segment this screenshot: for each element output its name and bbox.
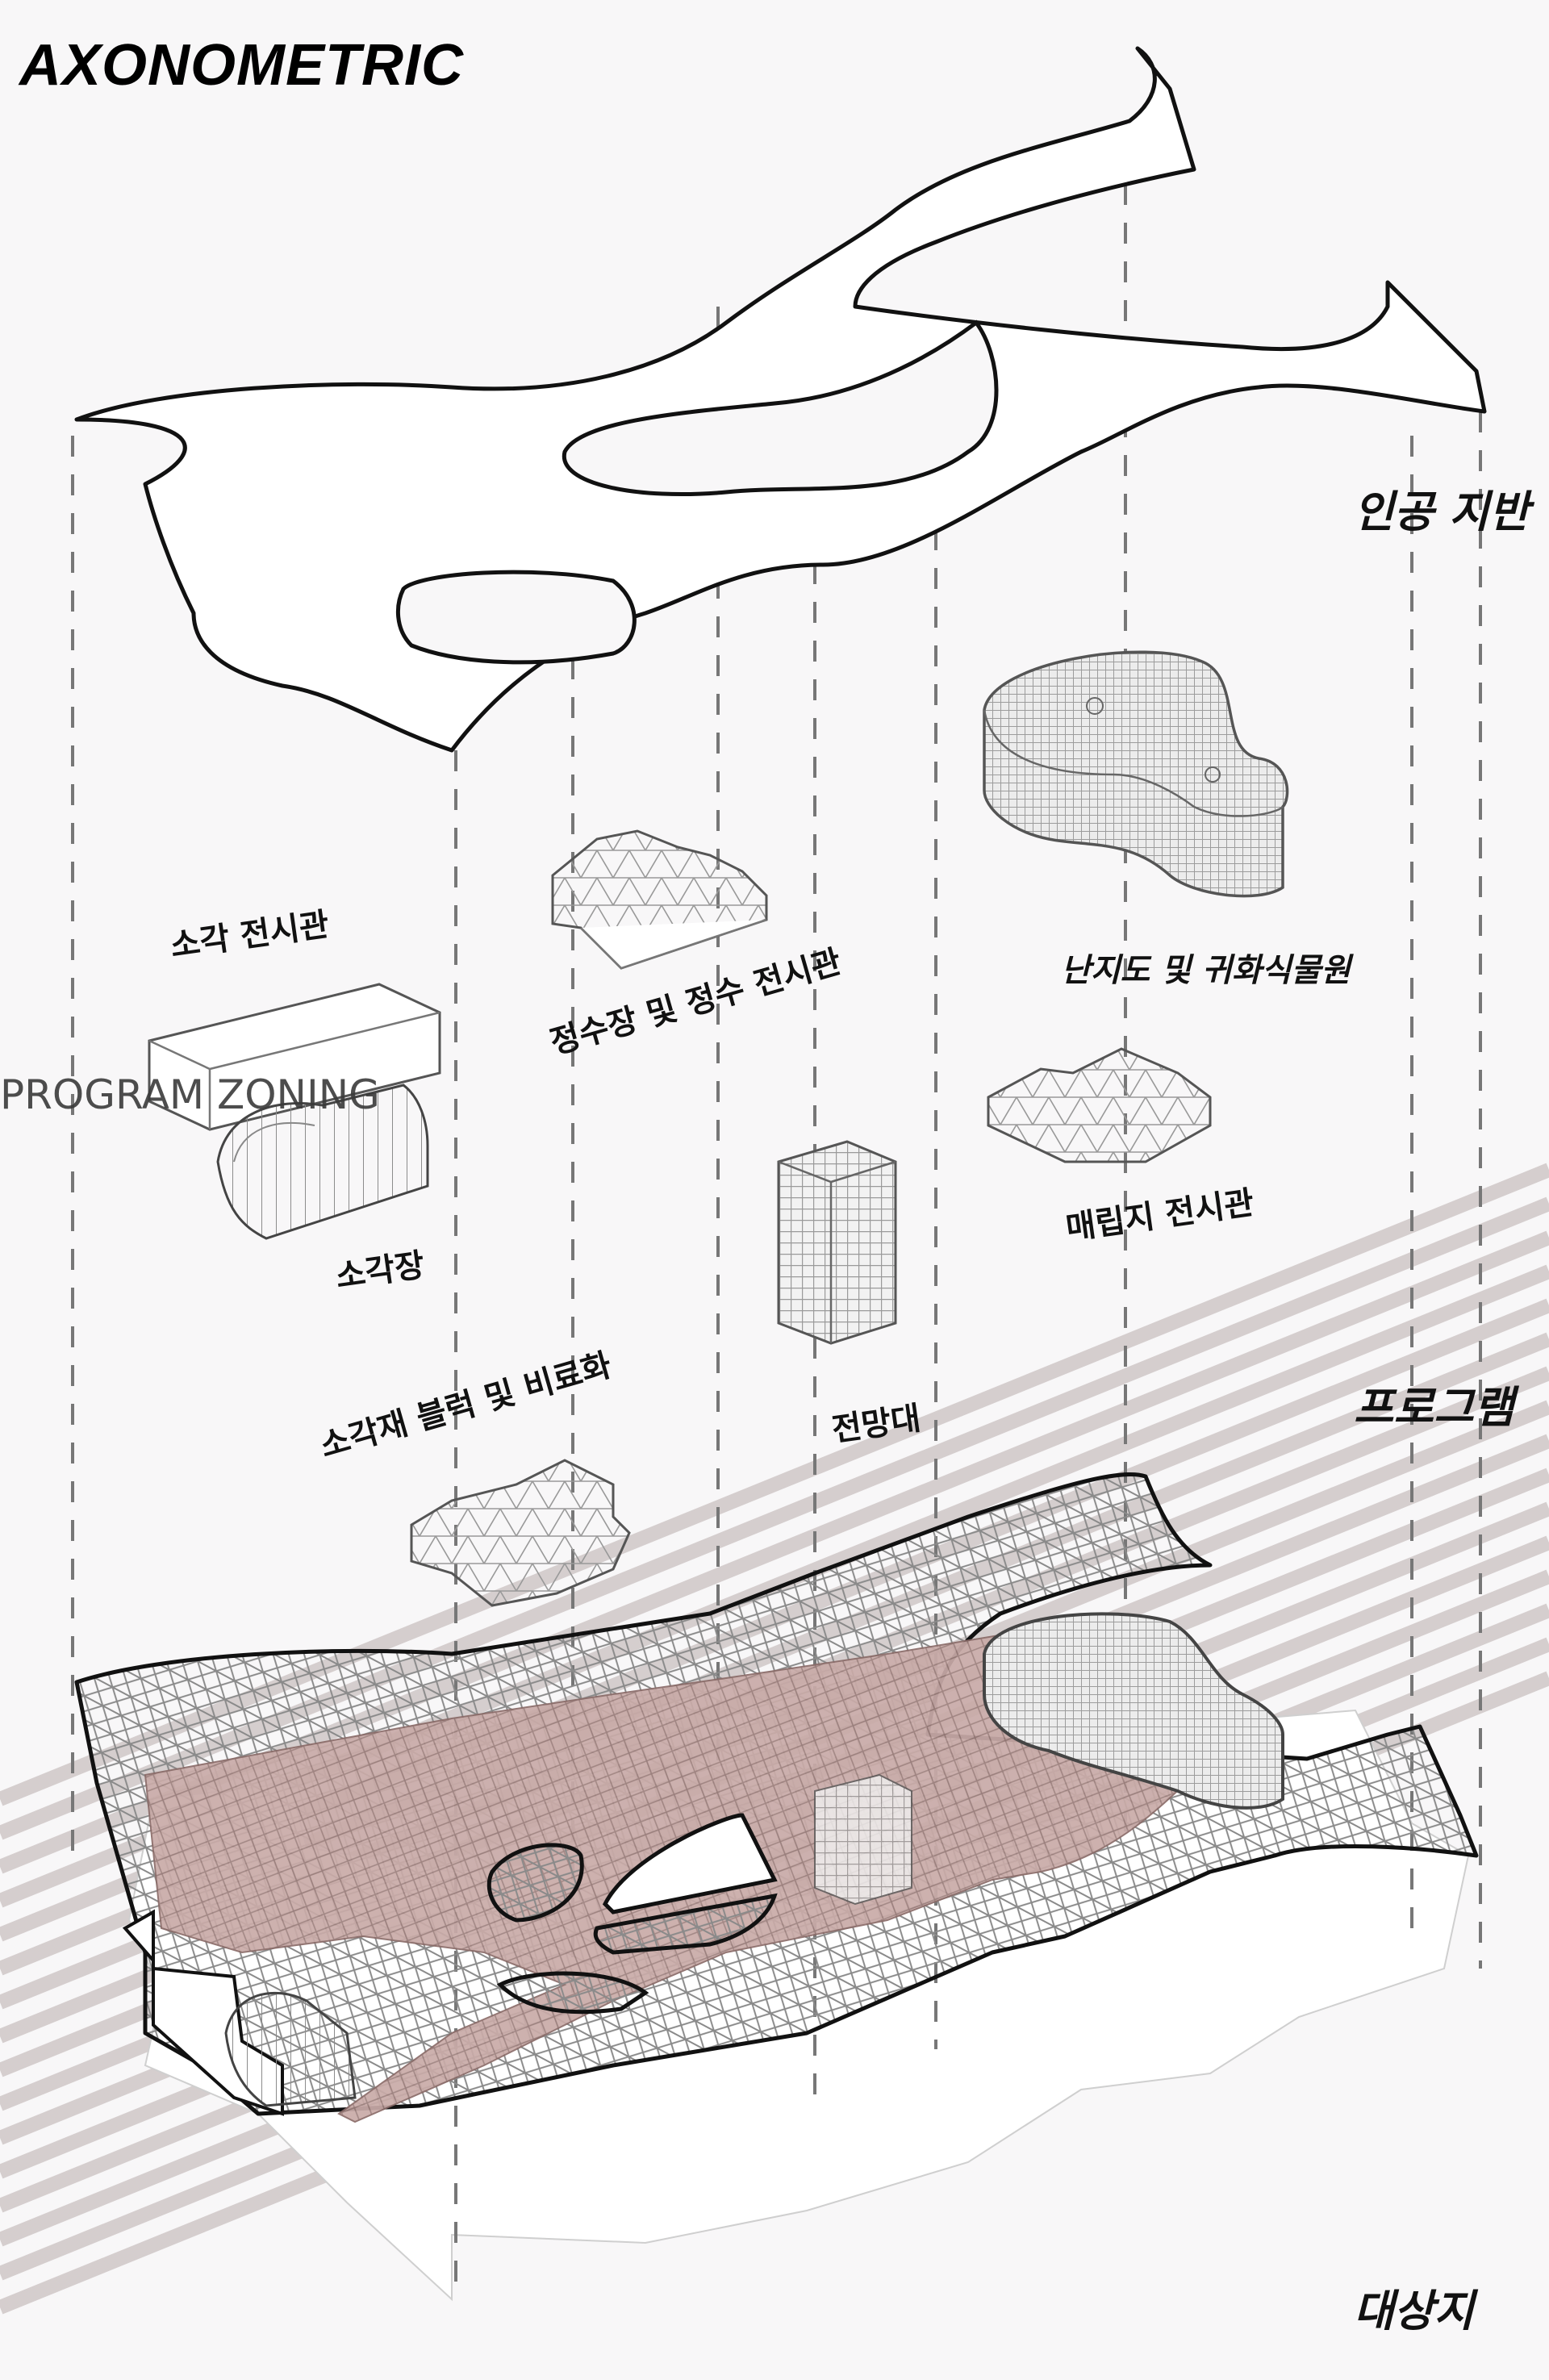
layer-label-program: 프로그램 <box>1354 1382 1514 1433</box>
observatory-volume <box>777 1140 897 1345</box>
deck-void-1 <box>486 1843 584 1923</box>
water-treatment-volume <box>551 829 768 970</box>
deck-void-3 <box>496 1971 649 2015</box>
artificial-ground-sheet <box>74 46 1487 753</box>
layer-label-site: 대상지 <box>1354 2286 1475 2336</box>
site-observatory-volume <box>814 1773 912 1906</box>
artificial-ground-hole-lower <box>395 570 637 665</box>
deck-void-4 <box>593 1893 778 1955</box>
site-composite <box>74 1472 1479 2123</box>
program-label-orchid-botanical: 난지도 및 귀화식물원 <box>1061 952 1351 989</box>
orchid-botanical-volume <box>983 650 1289 898</box>
section-label-program-zoning: PROGRAM ZONING <box>0 1071 380 1118</box>
artificial-ground-outline <box>74 46 1487 753</box>
site-incinerator-vault <box>224 1991 357 2107</box>
artificial-ground-hole-upper <box>562 319 999 497</box>
deck-void-2 <box>602 1813 778 1914</box>
program-volumes <box>148 650 1289 1607</box>
incinerator-volume <box>216 1084 429 1240</box>
landfill-gallery-volume <box>987 1047 1212 1163</box>
incineration-block-volume <box>410 1459 631 1607</box>
sculpture-gallery-volume <box>148 983 441 1131</box>
layer-label-artificial-ground: 인공 지반 <box>1354 486 1530 537</box>
site-botanical-volume <box>983 1612 1284 1810</box>
page-title: AXONOMETRIC <box>19 33 464 98</box>
